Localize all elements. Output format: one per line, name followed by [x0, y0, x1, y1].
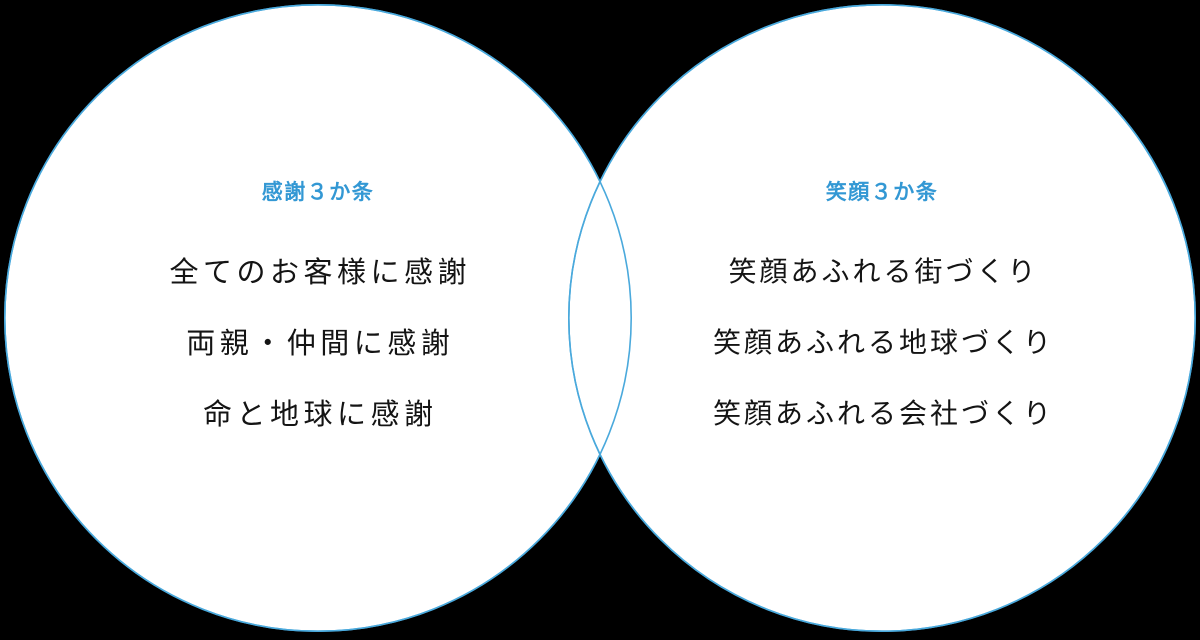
venn-circle-left [3, 3, 633, 633]
venn-circle-left-outline [3, 3, 633, 633]
venn-circle-right [567, 3, 1197, 633]
venn-circle-right-outline [567, 3, 1197, 633]
